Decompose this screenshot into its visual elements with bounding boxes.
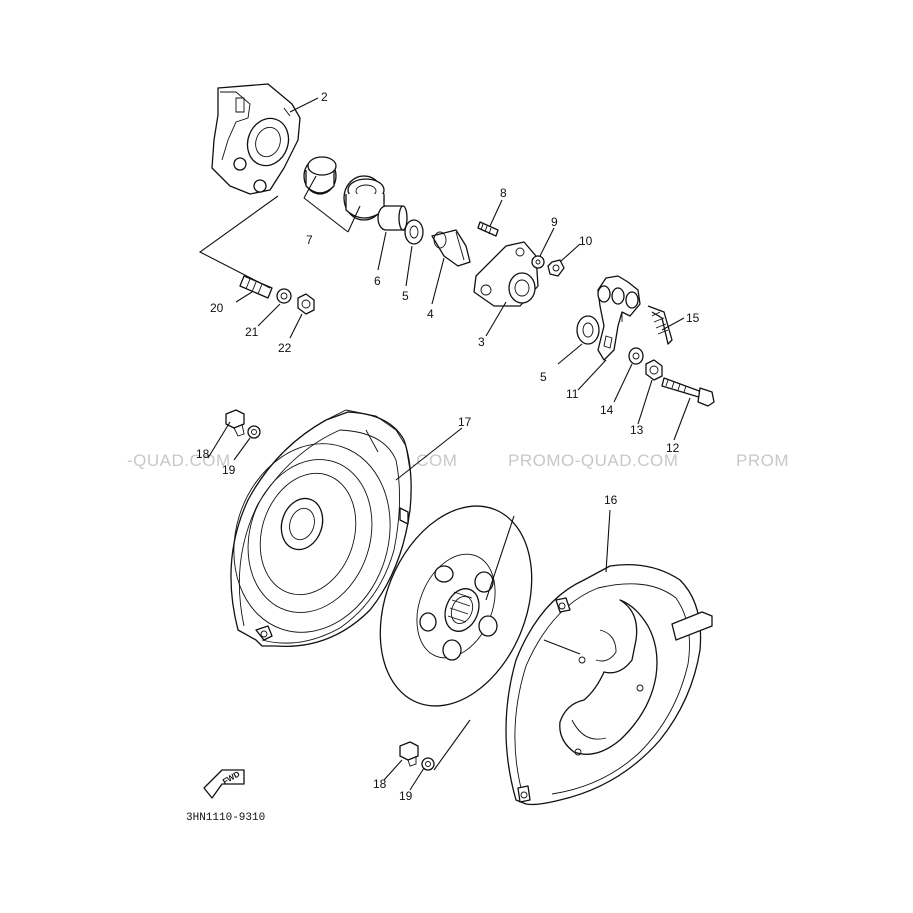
- brake-lever-assembly: [576, 275, 715, 407]
- callout-13: 13: [630, 423, 644, 437]
- callout-5b: 5: [540, 370, 547, 384]
- callout-6: 6: [374, 274, 381, 288]
- drawing-code: 3HN1110-9310: [186, 812, 265, 824]
- callout-12: 12: [666, 441, 680, 455]
- callout-20: 20: [210, 301, 224, 315]
- brake-housing-17: [230, 409, 412, 648]
- callout-19b: 19: [399, 789, 413, 803]
- brake-disc-17: [379, 505, 533, 707]
- stud-washer-nut-20-22: [239, 275, 315, 315]
- callout-10: 10: [579, 234, 593, 248]
- caliper-bracket: [211, 83, 301, 195]
- callout-17: 17: [458, 415, 472, 429]
- bolt-washer-18-19-lower: [399, 741, 435, 771]
- callout-19: 19: [222, 463, 236, 477]
- callout-5: 5: [402, 289, 409, 303]
- callout-21: 21: [245, 325, 259, 339]
- watermark-text: -QUAD.COM: [127, 451, 231, 470]
- washer-nut-9-10: [531, 255, 565, 277]
- callout-11: 11: [566, 387, 579, 401]
- callout-3: 3: [478, 335, 485, 349]
- bolt-washer-18-19-upper: [225, 409, 261, 439]
- callout-9: 9: [551, 215, 558, 229]
- callout-14: 14: [600, 403, 614, 417]
- callout-15: 15: [686, 311, 700, 325]
- callout-2: 2: [321, 90, 328, 104]
- watermark-text: PROMO-QUAD.COM: [508, 451, 678, 470]
- fwd-direction-marker: FWD: [203, 769, 245, 799]
- brake-cover-16: [505, 563, 713, 806]
- callout-7: 7: [306, 233, 313, 247]
- leader-lines: [198, 97, 691, 791]
- adjuster-housing: [473, 221, 539, 307]
- callout-18: 18: [196, 447, 210, 461]
- callout-labels: 2 7 6 5 4 8 9 10 3 20 21 22 15 5 11 14 1…: [196, 90, 700, 803]
- callout-16: 16: [604, 493, 618, 507]
- callout-4: 4: [427, 307, 434, 321]
- callout-22: 22: [278, 341, 292, 355]
- callout-8: 8: [500, 186, 507, 200]
- brake-pistons: [303, 156, 385, 221]
- shaft-and-seals: [377, 205, 471, 267]
- callout-18b: 18: [373, 777, 387, 791]
- watermark-text: PROM: [736, 451, 789, 470]
